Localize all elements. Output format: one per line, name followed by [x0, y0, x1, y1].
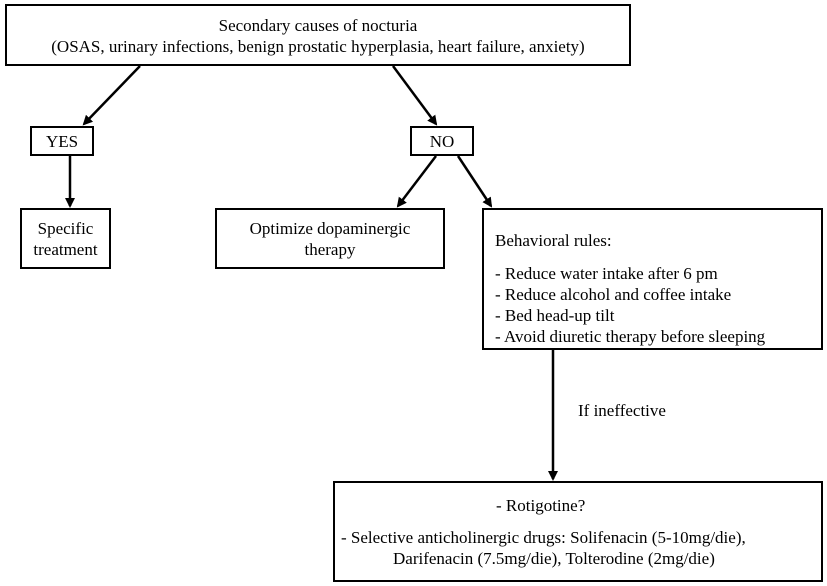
arrow-no-to-behavioral [456, 155, 493, 208]
behavioral-rules-title: Behavioral rules: [495, 231, 612, 250]
anticholinergic-option-line2: Darifenacin (7.5mg/die), Tolterodine (2m… [393, 549, 715, 568]
yes-box: YES [30, 126, 94, 156]
specific-treatment-line2: treatment [33, 240, 98, 259]
dopaminergic-therapy-line2: therapy [304, 240, 356, 259]
arrow-no-to-dopaminergic [396, 155, 437, 208]
secondary-causes-box: Secondary causes of nocturia (OSAS, urin… [5, 4, 631, 66]
behavioral-rules-box: Behavioral rules: - Reduce water intake … [482, 208, 823, 350]
specific-treatment-line1: Specific [37, 219, 94, 238]
behavioral-rule-item: - Reduce water intake after 6 pm [495, 264, 718, 283]
dopaminergic-therapy-box: Optimize dopaminergic therapy [215, 208, 445, 269]
rotigotine-option: - Rotigotine? [496, 496, 586, 515]
dopaminergic-therapy-line1: Optimize dopaminergic [249, 219, 411, 238]
secondary-causes-title: Secondary causes of nocturia [218, 16, 418, 35]
pharmacological-options-box: - Rotigotine? - Selective anticholinergi… [333, 481, 823, 582]
arrow-top-to-yes [82, 65, 141, 126]
yes-label: YES [45, 132, 79, 151]
no-box: NO [410, 126, 474, 156]
arrow-top-to-no [391, 65, 438, 126]
anticholinergic-option-line1: - Selective anticholinergic drugs: Solif… [341, 528, 746, 547]
behavioral-rule-item: - Bed head-up tilt [495, 306, 615, 325]
specific-treatment-box: Specific treatment [20, 208, 111, 269]
if-ineffective-label: If ineffective [578, 401, 666, 420]
secondary-causes-list: (OSAS, urinary infections, benign prosta… [51, 37, 585, 56]
no-label: NO [429, 132, 455, 151]
behavioral-rule-item: - Avoid diuretic therapy before sleeping [495, 327, 766, 346]
behavioral-rule-item: - Reduce alcohol and coffee intake [495, 285, 732, 304]
